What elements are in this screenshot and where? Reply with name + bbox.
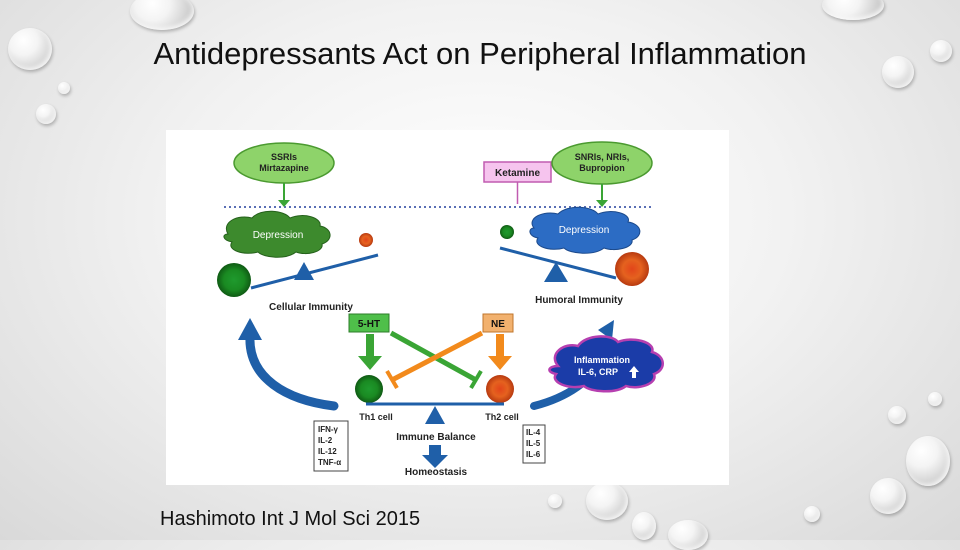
slide-title: Antidepressants Act on Peripheral Inflam… [153,36,807,71]
cross-inhibition-arrows [385,330,484,390]
water-droplet [928,392,942,406]
water-droplet [906,436,950,486]
homeostasis-label: Homeostasis [405,467,468,478]
immune-balance-seesaw: Th1 cell Th2 cell Immune Balance Homeost… [359,402,519,478]
humoral-immunity-label: Humoral Immunity [535,295,623,306]
snri-nri-bupropion-oval: SNRIs, NRIs, Bupropion [551,141,653,207]
th2-cytokine: IL-6 [526,450,541,459]
ssri-mirtazapine-oval: SSRIs Mirtazapine [233,142,335,207]
th1-label: Th1 cell [359,412,393,422]
serotonin-box: 5-HT [348,313,390,370]
inflammation-label: Inflammation [574,355,630,365]
humoral-immunity-seesaw: Humoral Immunity [499,246,649,306]
water-droplet [586,482,628,520]
th2-cytokines-box: IL-4 IL-5 IL-6 [522,424,546,464]
water-droplet [930,40,952,62]
water-droplet [882,56,914,88]
th1-cytokine: IL-12 [318,447,337,456]
water-droplet [548,494,562,508]
water-droplet [36,104,56,124]
inflammation-cloud: Inflammation IL-6, CRP [548,335,664,393]
water-droplet [58,82,70,94]
th1-cytokine: IFN-γ [318,425,339,434]
mirtazapine-label: Mirtazapine [259,163,309,173]
norepinephrine-box: NE [482,313,514,370]
ssri-label: SSRIs [271,152,297,162]
ketamine-label: Ketamine [495,168,540,179]
th2-cytokine: IL-4 [526,428,541,437]
th2-label: Th2 cell [485,412,519,422]
water-droplet [668,520,708,550]
depression-cloud-right: Depression [500,206,641,254]
water-droplet [804,506,820,522]
th1-cytokines-box: IFN-γ IL-2 IL-12 TNF-α [313,420,349,472]
cellular-immunity-label: Cellular Immunity [269,302,353,313]
water-droplet [632,512,656,540]
depression-cloud-left: Depression [223,210,373,258]
serotonin-label: 5-HT [358,319,380,330]
snri-label: SNRIs, NRIs, [575,152,630,162]
water-droplet [130,0,194,30]
inflammation-markers-label: IL-6, CRP [578,367,618,377]
water-droplet [8,28,52,70]
water-droplet [822,0,884,20]
antidepressant-inflammation-diagram: SSRIs Mirtazapine Ketamine SNRIs, NRIs, … [166,130,729,485]
th2-cell-circle [486,375,514,403]
depression-left-label: Depression [253,230,304,241]
bupropion-label: Bupropion [579,163,625,173]
increase-arrow-icon [629,366,639,378]
water-droplet [870,478,906,514]
water-droplet [888,406,906,424]
cellular-feedback-arrow [238,318,339,411]
citation: Hashimoto Int J Mol Sci 2015 [160,508,421,530]
th1-cytokine: IL-2 [318,436,333,445]
depression-right-label: Depression [559,225,610,236]
ketamine-box: Ketamine [483,161,552,204]
th1-cytokine: TNF-α [318,458,341,467]
norepinephrine-label: NE [491,319,505,330]
immune-balance-label: Immune Balance [396,432,476,443]
th2-cytokine: IL-5 [526,439,541,448]
th1-cell-circle [355,375,383,403]
cellular-immunity-seesaw: Cellular Immunity [217,253,379,313]
